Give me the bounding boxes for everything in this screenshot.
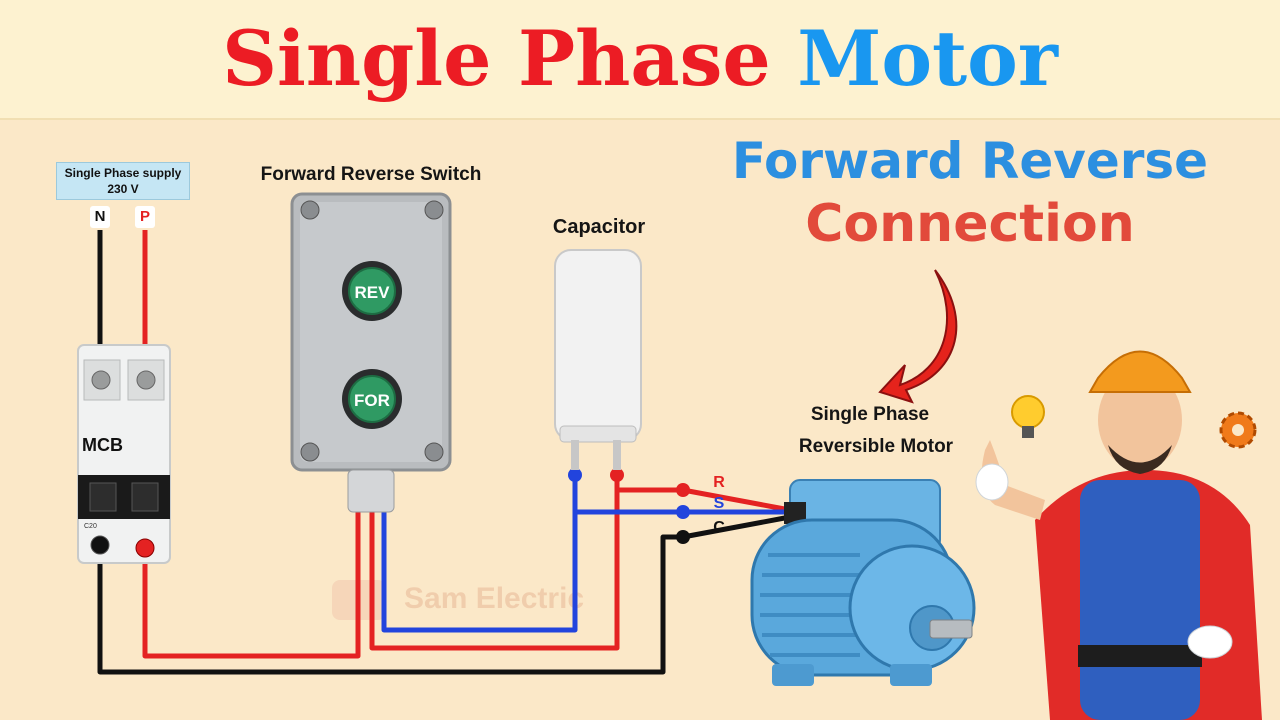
watermark-text: Sam Electric <box>404 582 585 615</box>
title-part-single-phase: Single Phase <box>222 14 771 103</box>
supply-label-box: Single Phase supply 230 V <box>56 162 190 200</box>
worker-beard <box>1108 445 1172 474</box>
capacitor <box>554 249 642 470</box>
page-title: Single Phase Motor <box>222 21 1058 97</box>
motor-label-line1: Single Phase <box>811 404 929 425</box>
worker-overalls <box>1080 480 1200 720</box>
switch-label: Forward Reverse Switch <box>261 164 482 185</box>
switch-box: REV FOR <box>290 192 452 513</box>
supply-label-line2: 230 V <box>107 182 139 196</box>
motor-end-shield <box>848 544 976 672</box>
worker-belt <box>1078 645 1202 667</box>
terminal-label-s: S <box>714 495 725 512</box>
capacitor-lead-left <box>571 440 579 470</box>
motor-terminal-block <box>784 502 806 524</box>
gear-center-icon <box>1232 424 1244 436</box>
lightbulb-icon <box>1011 395 1045 429</box>
capacitor-terminal-blue <box>568 468 582 482</box>
title-banner: Single Phase Motor <box>0 0 1280 120</box>
worker-face <box>1098 370 1182 470</box>
for-button <box>348 375 396 423</box>
switch-screw-tl <box>300 200 320 220</box>
neutral-wire-to-motor <box>97 514 791 675</box>
junction-s <box>676 505 690 519</box>
mcb-breaker: MCB C20 <box>77 344 171 564</box>
junction-r <box>676 483 690 497</box>
switch-face <box>300 202 442 462</box>
mcb-label: MCB <box>82 435 123 455</box>
capacitor-label: Capacitor <box>553 216 645 238</box>
phase-wire-to-switch <box>142 510 361 659</box>
capacitor-base <box>559 425 637 443</box>
junction-c <box>676 530 690 544</box>
worker-arm-left <box>981 440 1045 520</box>
motor-fins <box>760 553 860 657</box>
rev-button-label: REV <box>355 283 391 302</box>
circuit-wires <box>97 472 791 675</box>
subtitle-line1: Forward Reverse <box>731 132 1209 190</box>
mcb-toggle-left <box>89 482 117 512</box>
mcb-toggle-right <box>131 482 159 512</box>
mcb-screw-left <box>91 370 111 390</box>
terminal-label-c: C <box>713 519 725 536</box>
motor-label-line2: Reversible Motor <box>799 436 954 457</box>
lightbulb-base-icon <box>1022 426 1034 438</box>
switch-screw-bl <box>300 442 320 462</box>
supply-wires <box>97 230 148 350</box>
switch-screw-br <box>424 442 444 462</box>
worker-glove-right <box>1187 625 1233 659</box>
mcb-rating: C20 <box>84 523 97 530</box>
subtitle-line2: Connection <box>805 194 1135 254</box>
capacitor-body <box>554 249 642 441</box>
cable-gland <box>347 469 395 513</box>
motor-shaft <box>929 619 973 639</box>
motor <box>750 479 976 686</box>
worker-illustration <box>975 350 1262 720</box>
title-part-motor: Motor <box>797 14 1058 103</box>
phase-tag: P <box>135 206 155 228</box>
motor-foot-left <box>772 664 814 686</box>
capacitor-lead-right <box>613 440 621 470</box>
terminal-label-r: R <box>713 474 725 491</box>
mcb-screw-right <box>136 370 156 390</box>
supply-label-line1: Single Phase supply <box>64 166 182 180</box>
worker-hard-hat <box>1088 350 1192 393</box>
motor-foot-right <box>890 664 932 686</box>
mcb-out-neutral <box>90 535 110 555</box>
worker-glove-left <box>975 463 1009 501</box>
mcb-out-phase <box>135 538 155 558</box>
switch-to-r-wire <box>369 472 791 651</box>
terminal-dots <box>568 468 690 544</box>
switch-screw-tr <box>424 200 444 220</box>
rev-button <box>348 267 396 315</box>
capacitor-terminal-red <box>610 468 624 482</box>
for-button-label: FOR <box>354 391 390 410</box>
pointer-arrow <box>878 269 958 404</box>
neutral-tag: N <box>90 206 110 228</box>
